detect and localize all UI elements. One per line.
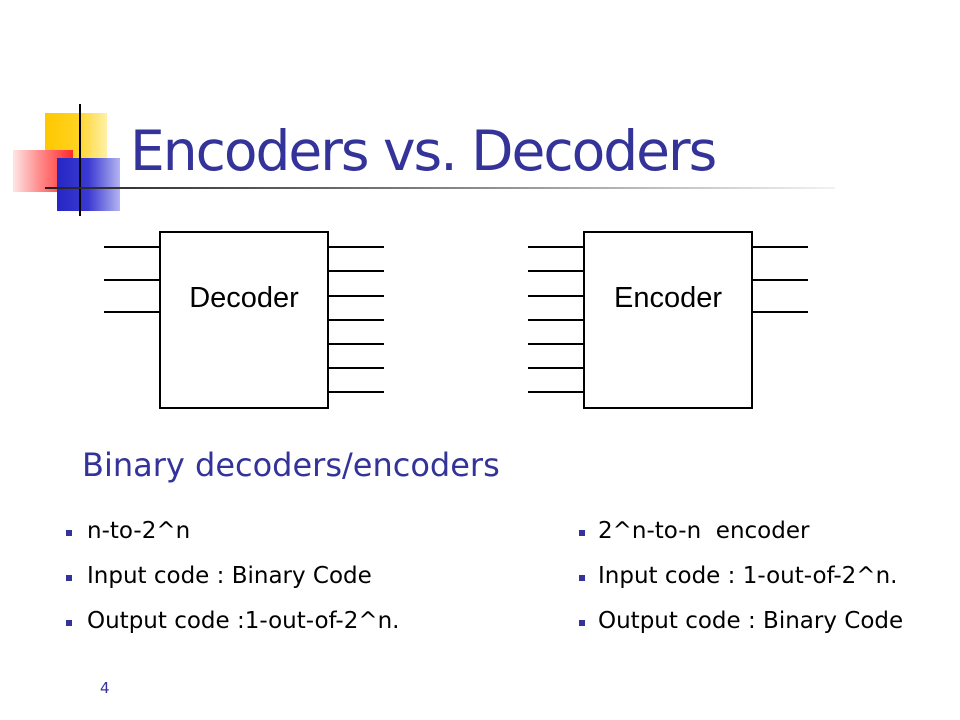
logo-vertical-line bbox=[79, 104, 81, 216]
list-item: Output code : Binary Code bbox=[579, 606, 903, 636]
list-item: Output code :1-out-of-2^n. bbox=[66, 606, 400, 636]
bullet-square-icon bbox=[579, 575, 585, 581]
page-number: 4 bbox=[100, 679, 110, 697]
decoder-label: Decoder bbox=[189, 282, 299, 314]
decoder-input-lines bbox=[104, 246, 160, 313]
bullet-text: Input code : 1-out-of-2^n. bbox=[598, 563, 898, 589]
encoder-output-lines bbox=[752, 246, 808, 313]
bullet-square-icon bbox=[66, 575, 72, 581]
decoder-diagram: Decoder bbox=[104, 231, 384, 409]
bullet-text: n-to-2^n bbox=[87, 518, 191, 544]
decoder-bullet-list: n-to-2^n Input code : Binary Code Output… bbox=[66, 516, 400, 651]
list-item: Input code : Binary Code bbox=[66, 561, 400, 591]
bullet-square-icon bbox=[579, 530, 585, 536]
encoder-diagram: Encoder bbox=[528, 231, 808, 409]
bullet-square-icon bbox=[66, 620, 72, 626]
list-item: Input code : 1-out-of-2^n. bbox=[579, 561, 903, 591]
encoder-box bbox=[583, 231, 753, 409]
decoder-box bbox=[159, 231, 329, 409]
bullet-text: Input code : Binary Code bbox=[87, 563, 372, 589]
bullet-square-icon bbox=[66, 530, 72, 536]
bullet-text: 2^n-to-n encoder bbox=[598, 518, 810, 544]
bullet-text: Output code :1-out-of-2^n. bbox=[87, 608, 400, 634]
title-underline bbox=[45, 187, 835, 189]
decoder-output-lines bbox=[328, 246, 384, 393]
slide-title: Encoders vs. Decoders bbox=[130, 119, 717, 183]
list-item: 2^n-to-n encoder bbox=[579, 516, 903, 546]
section-heading: Binary decoders/encoders bbox=[82, 446, 500, 484]
encoder-bullet-list: 2^n-to-n encoder Input code : 1-out-of-2… bbox=[579, 516, 903, 651]
bullet-square-icon bbox=[579, 620, 585, 626]
logo-blue-square bbox=[57, 158, 120, 211]
bullet-text: Output code : Binary Code bbox=[598, 608, 904, 634]
encoder-input-lines bbox=[528, 246, 584, 393]
encoder-label: Encoder bbox=[614, 282, 722, 314]
list-item: n-to-2^n bbox=[66, 516, 400, 546]
